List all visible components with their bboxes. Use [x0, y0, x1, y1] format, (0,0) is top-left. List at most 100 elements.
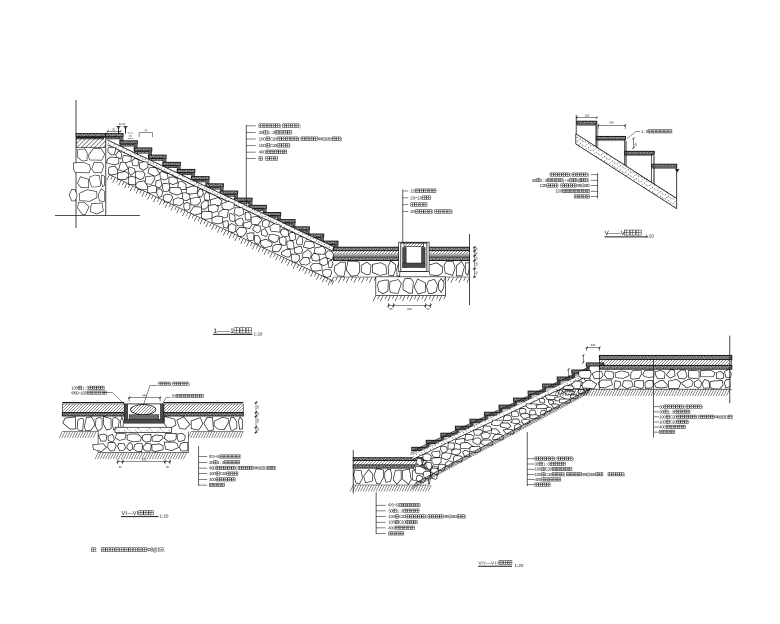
svg-text:60: 60	[475, 256, 479, 259]
svg-text:(: (	[298, 137, 300, 142]
svg-text:50: 50	[427, 307, 430, 311]
svg-text:): )	[451, 209, 453, 214]
svg-text:(: (	[432, 209, 434, 214]
svg-text:VII: VII	[491, 560, 499, 566]
svg-text:Φ50~100: Φ50~100	[71, 390, 87, 395]
svg-text:): )	[240, 454, 242, 459]
svg-text:30: 30	[475, 247, 479, 250]
svg-text:C20: C20	[545, 467, 552, 472]
svg-text:400: 400	[388, 525, 395, 530]
svg-text:60: 60	[256, 405, 260, 408]
svg-text:20: 20	[410, 209, 415, 214]
svg-text:C20: C20	[540, 183, 547, 188]
svg-text:150: 150	[256, 418, 260, 423]
svg-text:1—: 1—	[214, 328, 224, 335]
svg-text:): )	[588, 178, 590, 183]
svg-text:30: 30	[535, 462, 540, 467]
svg-text:300: 300	[591, 343, 596, 347]
svg-text:C20: C20	[670, 414, 677, 419]
svg-text:): )	[624, 472, 626, 477]
svg-text:Φ8@250: Φ8@250	[714, 414, 728, 419]
svg-text:C10: C10	[270, 143, 278, 148]
svg-text:100: 100	[209, 471, 216, 476]
svg-text:1:3: 1:3	[540, 178, 547, 183]
svg-text:C10: C10	[545, 472, 552, 477]
svg-text:440: 440	[142, 394, 147, 398]
svg-text:1:20: 1:20	[160, 513, 169, 518]
svg-text:(: (	[564, 472, 566, 477]
svg-text:): )	[732, 414, 734, 419]
svg-text:VII—: VII—	[479, 560, 492, 566]
svg-text:100: 100	[535, 467, 542, 472]
svg-text:Φ8@250: Φ8@250	[254, 466, 268, 471]
svg-text:Φ8@250: Φ8@250	[318, 137, 333, 142]
svg-text:1:20: 1:20	[645, 234, 654, 239]
svg-text:50: 50	[256, 427, 260, 430]
svg-text:400: 400	[209, 477, 216, 482]
svg-text:30: 30	[659, 409, 664, 414]
svg-text:V—: V—	[605, 230, 615, 237]
svg-text:100: 100	[388, 514, 395, 519]
svg-text:15: 15	[410, 189, 415, 194]
svg-text:60: 60	[475, 271, 479, 274]
svg-text:(: (	[280, 123, 282, 128]
svg-text:400: 400	[259, 150, 267, 155]
svg-text:Φ3~5(: Φ3~5(	[209, 454, 221, 459]
svg-text:): )	[572, 456, 574, 461]
svg-text:30: 30	[532, 178, 537, 183]
svg-text:Φ3~5(: Φ3~5(	[388, 503, 400, 508]
svg-text:): )	[702, 404, 704, 409]
svg-text:20*10: 20*10	[410, 195, 422, 200]
svg-text:C10: C10	[670, 420, 677, 425]
svg-text:(: (	[684, 404, 686, 409]
svg-text:C10: C10	[399, 520, 406, 525]
svg-text:Φ8@250: Φ8@250	[576, 183, 590, 188]
svg-text:1:3: 1:3	[397, 508, 404, 513]
svg-text:50: 50	[390, 307, 393, 311]
svg-text:(: (	[236, 466, 238, 471]
svg-text:C20: C20	[399, 514, 406, 519]
svg-text:30: 30	[256, 412, 260, 415]
svg-text:100: 100	[659, 420, 666, 425]
svg-text::: :	[572, 467, 573, 472]
svg-text:15: 15	[129, 135, 132, 138]
svg-text:30: 30	[388, 508, 393, 513]
svg-text:150: 150	[585, 113, 590, 117]
svg-text:1:20: 1:20	[254, 332, 263, 337]
svg-text:—: —	[224, 328, 231, 335]
svg-text:): )	[299, 123, 301, 128]
svg-text::: :	[290, 143, 291, 148]
svg-text:): )	[275, 466, 277, 471]
svg-text:50: 50	[119, 465, 122, 469]
svg-text:(: (	[554, 456, 556, 461]
svg-text:100: 100	[259, 143, 267, 148]
svg-text:): )	[188, 381, 190, 386]
svg-text:(: (	[426, 514, 428, 519]
svg-text:150: 150	[635, 142, 638, 147]
svg-text:—: —	[614, 230, 621, 237]
svg-text:1:3: 1:3	[641, 129, 648, 134]
svg-text:C20: C20	[270, 137, 278, 142]
svg-text:(: (	[570, 172, 572, 177]
svg-text:400: 400	[659, 425, 666, 430]
svg-text:70: 70	[144, 129, 147, 133]
svg-text:VI: VI	[133, 511, 139, 517]
svg-text:C10: C10	[220, 471, 227, 476]
svg-text:1:3: 1:3	[543, 462, 550, 467]
svg-text:50: 50	[166, 465, 169, 469]
svg-text:): )	[588, 172, 590, 177]
svg-text:Φ8@250: Φ8@250	[582, 472, 596, 477]
svg-text:(: (	[696, 414, 698, 419]
svg-text:1:3: 1:3	[217, 460, 224, 465]
svg-text:1:3: 1:3	[268, 130, 276, 135]
svg-text:30: 30	[475, 251, 479, 254]
svg-text:100: 100	[388, 520, 395, 525]
svg-text::: :	[96, 548, 97, 554]
svg-text:100: 100	[259, 137, 267, 142]
svg-text:(: (	[170, 381, 172, 386]
svg-text:(+8: (+8	[563, 178, 570, 183]
svg-text:VI—: VI—	[122, 511, 134, 517]
svg-text:Φ8@250: Φ8@250	[444, 514, 458, 519]
svg-text::: :	[688, 420, 689, 425]
svg-text:1:3: 1:3	[82, 386, 89, 391]
